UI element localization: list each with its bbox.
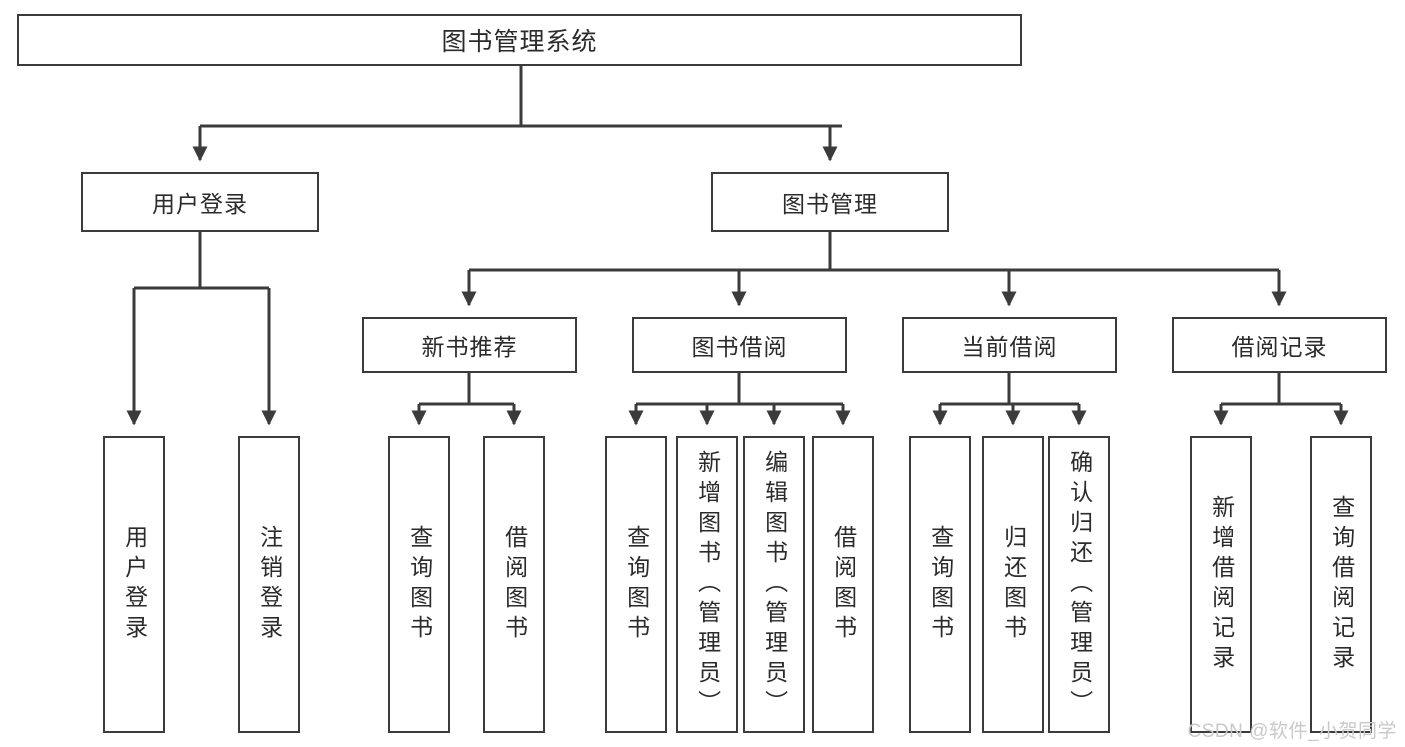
node-label: 借阅图书 <box>501 524 528 645</box>
node-label: 查询图书 <box>623 524 650 645</box>
node-leaf-leaf-logout[interactable]: 注销登录 <box>238 436 300 733</box>
node-label: 新书推荐 <box>421 334 518 360</box>
node-leaf-leaf-return-book[interactable]: 归还图书 <box>982 436 1044 733</box>
node-leaf-leaf-query-book-3[interactable]: 查询图书 <box>909 436 971 733</box>
node-label: 新增借阅记录 <box>1208 494 1235 675</box>
node-leaf-leaf-query-book-2[interactable]: 查询图书 <box>605 436 667 733</box>
node-leaf-leaf-query-record[interactable]: 查询借阅记录 <box>1310 436 1372 733</box>
node-leaf-leaf-borrow-book-2[interactable]: 借阅图书 <box>812 436 874 733</box>
node-label: 注销登录 <box>256 524 283 645</box>
node-level3-new-book-recommend[interactable]: 新书推荐 <box>362 317 577 373</box>
watermark-text: CSDN @软件_小贺同学 <box>1187 721 1397 742</box>
node-leaf-leaf-query-book-1[interactable]: 查询图书 <box>388 436 450 733</box>
node-label: 编辑图书（管理员） <box>761 449 788 720</box>
node-label: 查询借阅记录 <box>1328 494 1355 675</box>
node-label: 图书借阅 <box>691 334 788 360</box>
node-leaf-leaf-edit-book[interactable]: 编辑图书（管理员） <box>743 436 805 733</box>
node-level2-user-login[interactable]: 用户登录 <box>81 172 319 232</box>
node-label: 新增图书（管理员） <box>694 449 721 720</box>
node-label: 借阅图书 <box>830 524 857 645</box>
node-level3-current-borrow[interactable]: 当前借阅 <box>902 317 1117 373</box>
node-label: 当前借阅 <box>961 334 1058 360</box>
node-leaf-leaf-add-book[interactable]: 新增图书（管理员） <box>676 436 738 733</box>
node-label: 用户登录 <box>152 191 248 217</box>
node-label: 查询图书 <box>406 524 433 645</box>
node-label: 图书管理 <box>782 191 878 217</box>
node-label: 图书管理系统 <box>441 28 598 56</box>
node-leaf-leaf-add-record[interactable]: 新增借阅记录 <box>1190 436 1252 733</box>
node-level2-book-manage[interactable]: 图书管理 <box>711 172 949 232</box>
node-leaf-leaf-confirm-return[interactable]: 确认归还（管理员） <box>1048 436 1110 733</box>
node-leaf-leaf-user-login[interactable]: 用户登录 <box>103 436 165 733</box>
node-leaf-leaf-borrow-book-1[interactable]: 借阅图书 <box>483 436 545 733</box>
node-label: 查询图书 <box>927 524 954 645</box>
node-level3-borrow-record[interactable]: 借阅记录 <box>1172 317 1387 373</box>
node-label: 借阅记录 <box>1231 334 1328 360</box>
node-label: 用户登录 <box>121 524 148 645</box>
node-level3-book-borrow[interactable]: 图书借阅 <box>632 317 847 373</box>
node-label: 确认归还（管理员） <box>1066 449 1093 720</box>
node-label: 归还图书 <box>1000 524 1027 645</box>
node-root-root[interactable]: 图书管理系统 <box>17 14 1022 66</box>
